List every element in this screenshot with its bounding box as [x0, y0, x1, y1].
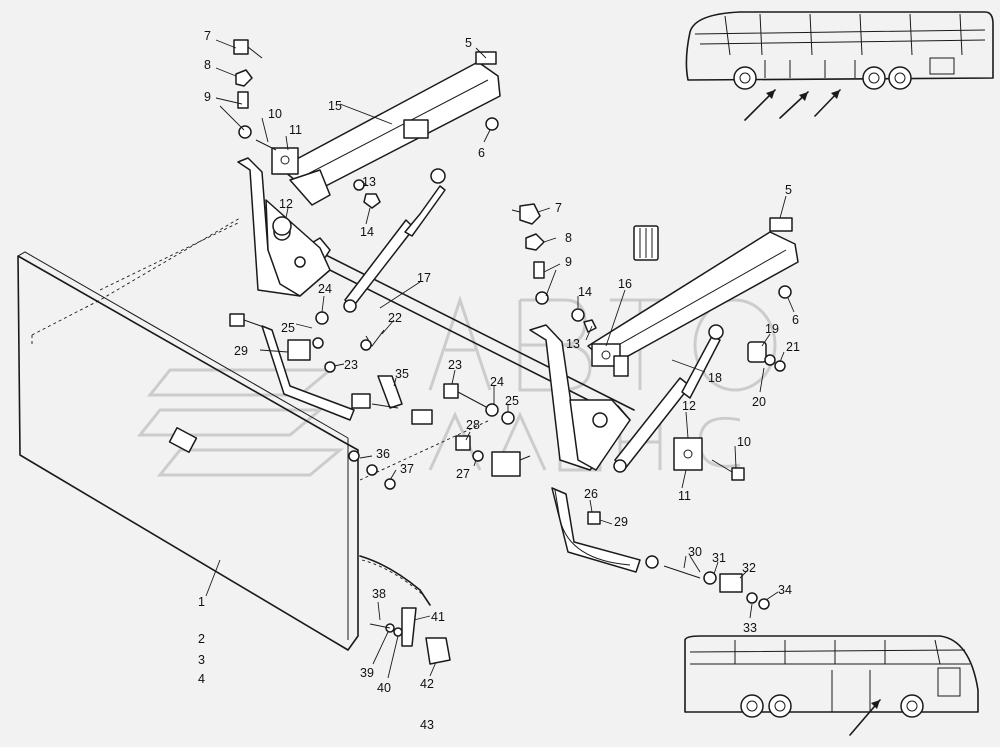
- callout-18: 18: [708, 371, 722, 385]
- callout-3: 3: [198, 653, 205, 667]
- torsion-bar: [289, 239, 635, 421]
- callout-34: 34: [778, 583, 792, 597]
- callout-9-right: 9: [565, 255, 572, 269]
- callout-5-top: 5: [465, 36, 472, 50]
- left-hardware: [229, 39, 499, 490]
- callout-6-right: 6: [792, 313, 799, 327]
- callout-42: 42: [420, 677, 434, 691]
- center-hardware: [411, 383, 531, 477]
- callout-9-left: 9: [204, 90, 211, 104]
- callout-7-left: 7: [204, 29, 211, 43]
- callout-29-right: 29: [614, 515, 628, 529]
- callout-8-right: 8: [565, 231, 572, 245]
- callout-43: 43: [420, 718, 434, 732]
- left-gas-strut: [343, 168, 446, 313]
- callout-14-left: 14: [360, 225, 374, 239]
- callout-26: 26: [584, 487, 598, 501]
- callout-30: 30: [688, 545, 702, 559]
- callout-31: 31: [712, 551, 726, 565]
- callout-36: 36: [376, 447, 390, 461]
- callout-10-right: 10: [737, 435, 751, 449]
- callout-20: 20: [752, 395, 766, 409]
- callout-15: 15: [328, 99, 342, 113]
- callout-38: 38: [372, 587, 386, 601]
- callout-16: 16: [618, 277, 632, 291]
- callout-27: 27: [456, 467, 470, 481]
- callout-32: 32: [742, 561, 756, 575]
- callout-13-left: 13: [362, 175, 376, 189]
- callout-25-left: 25: [281, 321, 295, 335]
- callout-35: 35: [395, 367, 409, 381]
- callout-12-left: 12: [279, 197, 293, 211]
- callout-12-right: 12: [682, 399, 696, 413]
- callout-11-left: 11: [289, 123, 302, 137]
- right-hinge-assembly: [529, 217, 799, 471]
- callout-33: 33: [743, 621, 757, 635]
- right-hardware: [511, 203, 792, 610]
- callout-21: 21: [786, 340, 800, 354]
- leader-lines: [205, 39, 795, 679]
- callout-39: 39: [360, 666, 374, 680]
- callout-23-center: 23: [448, 358, 462, 372]
- callout-11-right: 11: [678, 489, 691, 503]
- callout-labels: 1 2 3 4 5 5 6 6 7 7 8 8 9 9 10 10 11 11 …: [198, 29, 800, 732]
- callout-23-left: 23: [344, 358, 358, 372]
- callout-14-right: 14: [578, 285, 592, 299]
- callout-7-right: 7: [555, 201, 562, 215]
- callout-25-center: 25: [505, 394, 519, 408]
- callout-17: 17: [417, 271, 431, 285]
- callout-10-left: 10: [268, 107, 282, 121]
- callout-1: 1: [198, 595, 205, 609]
- callout-29-left: 29: [234, 344, 248, 358]
- callout-28: 28: [466, 418, 480, 432]
- bus-side-view-top: [685, 11, 994, 121]
- callout-24-center: 24: [490, 375, 504, 389]
- callout-22: 22: [388, 311, 402, 325]
- callout-6-top: 6: [478, 146, 485, 160]
- right-gas-strut: [613, 324, 724, 473]
- callout-37: 37: [400, 462, 414, 476]
- bus-side-view-bottom: [684, 635, 979, 736]
- door-panel: [17, 217, 491, 651]
- callout-41: 41: [431, 610, 445, 624]
- rubber-buffer-detail: [633, 225, 659, 261]
- release-cable: [359, 555, 451, 665]
- callout-8-left: 8: [204, 58, 211, 72]
- callout-2: 2: [198, 632, 205, 646]
- callout-4: 4: [198, 672, 205, 686]
- left-hinge-assembly: [237, 51, 501, 297]
- callout-24-left: 24: [318, 282, 332, 296]
- callout-13-right: 13: [566, 337, 580, 351]
- callout-40: 40: [377, 681, 391, 695]
- callout-19: 19: [765, 322, 779, 336]
- callout-5-right: 5: [785, 183, 792, 197]
